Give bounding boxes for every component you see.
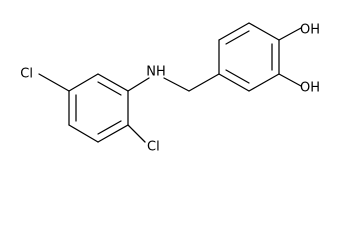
bond	[97, 120, 122, 135]
bond	[68, 124, 99, 143]
bond	[225, 69, 250, 84]
chlorine-label-bottom: Cl	[147, 140, 160, 155]
bond	[97, 73, 129, 92]
amine-label: NH	[146, 65, 166, 80]
bond	[278, 73, 302, 87]
bond	[68, 73, 99, 92]
bond	[218, 73, 250, 92]
chlorine-label-left: Cl	[20, 67, 33, 82]
hydroxyl-label-bottom: OH	[300, 81, 320, 96]
bond	[188, 73, 220, 92]
chemical-structure-diagram: OH OH NH Cl Cl	[20, 22, 320, 155]
hydroxyl-label-top: OH	[300, 23, 320, 38]
bond	[248, 22, 280, 41]
bond	[163, 77, 190, 92]
bond	[127, 77, 150, 92]
bond	[225, 30, 250, 45]
bond	[127, 124, 146, 143]
bonds	[38, 22, 302, 143]
bond	[97, 124, 129, 143]
bond	[218, 22, 250, 41]
bond	[248, 73, 280, 92]
bond	[278, 27, 302, 41]
bond	[97, 81, 122, 96]
atom-labels: OH OH NH Cl Cl	[20, 23, 320, 155]
bond	[38, 73, 70, 92]
